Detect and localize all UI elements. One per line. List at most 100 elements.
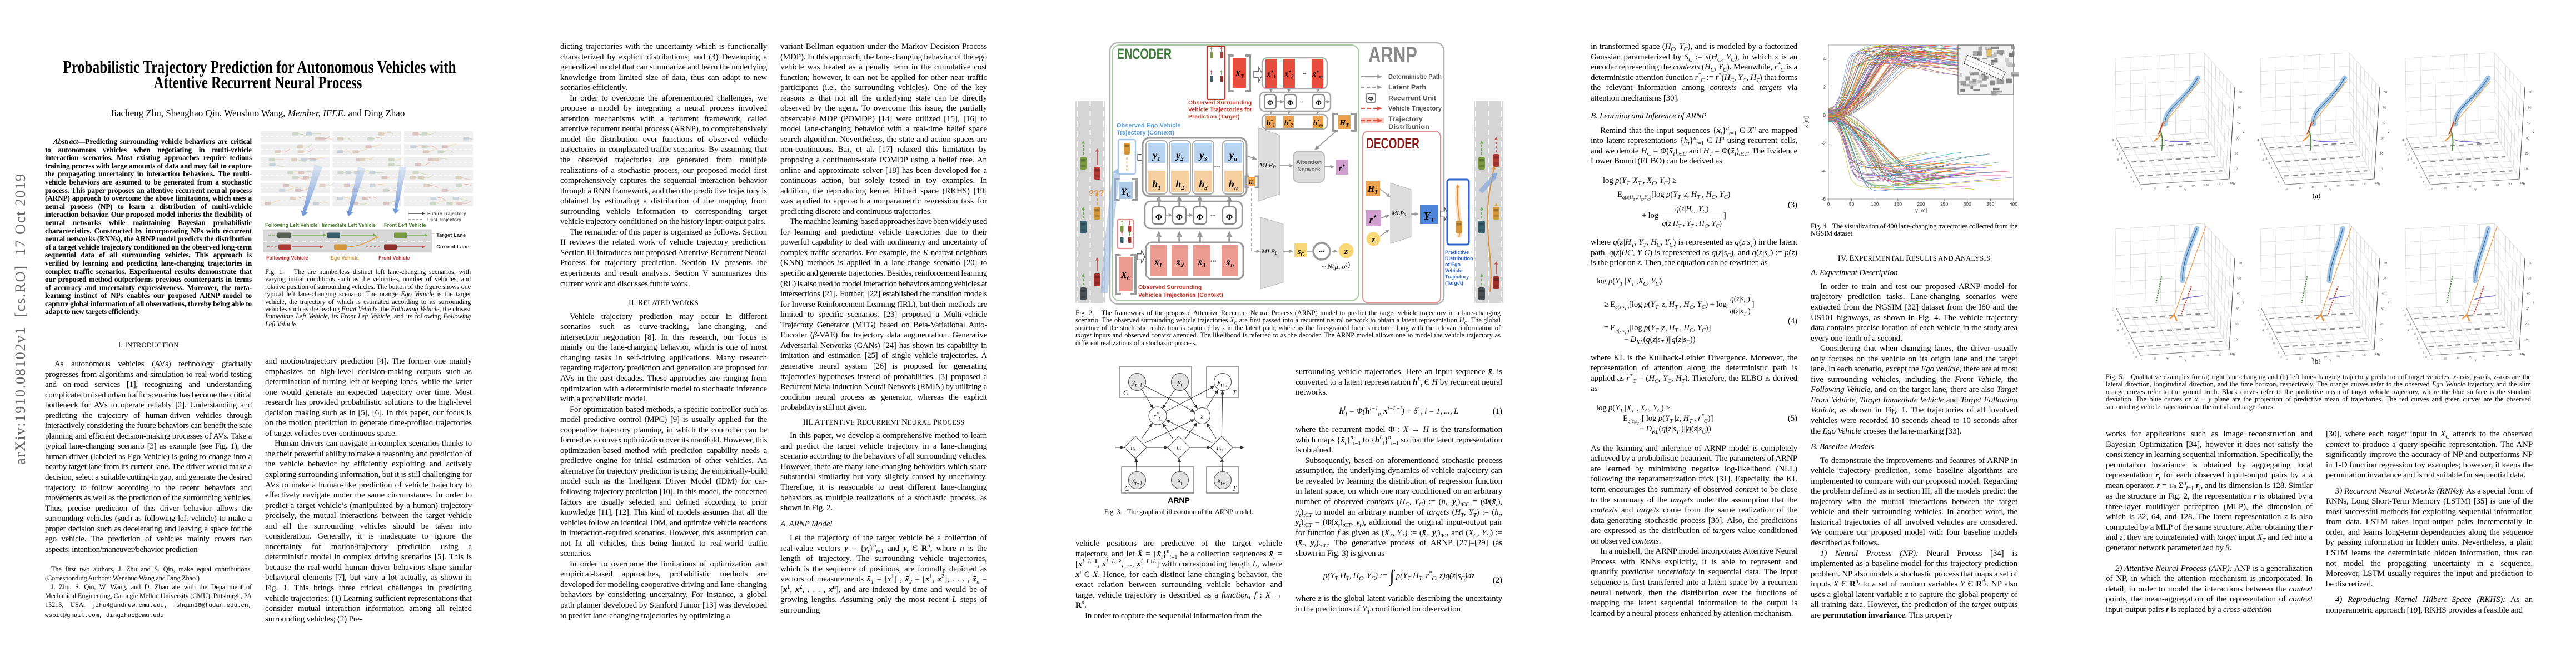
svg-text:150: 150: [1894, 201, 1902, 207]
svg-text:100: 100: [2349, 183, 2354, 187]
svg-text:Φ: Φ: [1368, 95, 1374, 103]
svg-text:-5: -5: [2261, 318, 2264, 322]
svg-text:Recurrent Unit: Recurrent Unit: [1388, 94, 1436, 102]
svg-text:Immediate Left Vehicle: Immediate Left Vehicle: [322, 222, 376, 228]
svg-text:400: 400: [2010, 201, 2017, 207]
svg-text:-3: -3: [2121, 328, 2124, 331]
svg-text:120: 120: [2217, 182, 2221, 186]
svg-text:z: z: [2533, 131, 2535, 134]
svg-text:Φ: Φ: [1197, 213, 1203, 222]
svg-text:250: 250: [1940, 201, 1948, 207]
svg-text:0: 0: [2233, 183, 2235, 186]
svg-text:80: 80: [2336, 184, 2340, 187]
svg-text:0: 0: [2523, 183, 2525, 186]
svg-text:0: 0: [2273, 342, 2275, 345]
svg-text:60: 60: [2239, 262, 2242, 265]
svg-text:30: 30: [2236, 308, 2239, 311]
svg-text:4: 4: [2128, 171, 2130, 175]
svg-text:0: 0: [2128, 342, 2130, 345]
svg-text:30: 30: [2236, 137, 2239, 141]
svg-text:50: 50: [1849, 201, 1855, 207]
svg-text:-6: -6: [2114, 313, 2116, 317]
svg-text:z: z: [2243, 131, 2245, 134]
svg-text:-3: -3: [2401, 138, 2404, 142]
svg-text:100: 100: [2204, 354, 2209, 357]
svg-text:-1: -1: [2416, 337, 2419, 340]
svg-text:x: x: [2117, 329, 2119, 332]
svg-text:Φ: Φ: [1155, 213, 1162, 222]
svg-text:-1: -1: [2116, 148, 2119, 151]
svg-text:-1: -1: [2271, 337, 2274, 340]
svg-text:2: 2: [2124, 162, 2125, 165]
svg-text:140: 140: [2230, 182, 2234, 185]
svg-text:3: 3: [2416, 166, 2418, 170]
svg-text:Ego Vehicle: Ego Vehicle: [331, 255, 359, 261]
svg-text:3: 3: [2126, 166, 2127, 170]
svg-text:Prediction (Target): Prediction (Target): [1188, 113, 1240, 120]
svg-text:Φ: Φ: [1267, 98, 1273, 107]
svg-text:10: 10: [2379, 168, 2383, 171]
svg-text:20: 20: [2444, 187, 2447, 190]
svg-text:1: 1: [2121, 157, 2122, 161]
svg-text:40: 40: [2457, 356, 2460, 360]
svg-text:y [m]: y [m]: [1915, 208, 1927, 213]
svg-text:20: 20: [2154, 357, 2157, 361]
svg-text:3: 3: [2135, 356, 2137, 359]
svg-text:Vehicle: Vehicle: [1445, 268, 1462, 273]
svg-text:10: 10: [2524, 339, 2528, 342]
svg-text:Y: Y: [2329, 189, 2331, 192]
svg-text:0: 0: [2378, 183, 2380, 186]
svg-text:60: 60: [2529, 262, 2532, 265]
svg-text:2: 2: [2423, 351, 2425, 355]
svg-text:-3: -3: [2411, 328, 2414, 331]
svg-text:20: 20: [2380, 152, 2383, 156]
svg-text:20: 20: [2299, 187, 2302, 190]
svg-text:C: C: [1124, 484, 1129, 492]
svg-text:0: 0: [2286, 187, 2288, 191]
svg-text:Y: Y: [2329, 360, 2331, 363]
svg-text:Φ: Φ: [1316, 98, 1322, 107]
svg-text:50: 50: [2383, 277, 2386, 281]
svg-text:20: 20: [2380, 323, 2383, 326]
svg-text:ENCODER: ENCODER: [1117, 46, 1172, 62]
svg-text:z: z: [2388, 301, 2390, 305]
svg-text:100: 100: [2494, 354, 2499, 357]
svg-text:-4: -4: [1821, 168, 1826, 174]
svg-text:140: 140: [2520, 182, 2524, 185]
svg-text:-2: -2: [2404, 143, 2406, 146]
svg-text:140: 140: [2520, 352, 2524, 356]
svg-text:•••: •••: [1214, 164, 1220, 170]
svg-text:-1: -1: [2126, 337, 2129, 340]
svg-text:0: 0: [2523, 354, 2525, 357]
svg-text:50: 50: [2238, 277, 2241, 281]
svg-text:-6: -6: [2404, 313, 2406, 317]
svg-text:60: 60: [2469, 185, 2473, 188]
svg-text:80: 80: [2482, 355, 2485, 358]
svg-text:0: 0: [2409, 152, 2410, 156]
svg-text:Deterministic Path: Deterministic Path: [1388, 73, 1442, 81]
svg-text:40: 40: [2382, 292, 2385, 296]
svg-text:40: 40: [2457, 186, 2460, 189]
svg-text:20: 20: [2525, 152, 2528, 156]
svg-text:60: 60: [2179, 356, 2183, 359]
svg-text:•••: •••: [1210, 213, 1215, 218]
svg-text:7: 7: [2135, 185, 2137, 188]
svg-text:120: 120: [2362, 353, 2366, 356]
svg-text:50: 50: [2528, 107, 2531, 110]
svg-text:10: 10: [2234, 339, 2238, 342]
svg-text:Observed Surrounding: Observed Surrounding: [1138, 284, 1202, 291]
svg-text:1: 1: [2420, 346, 2422, 350]
svg-text:40: 40: [2166, 356, 2170, 360]
svg-text:-2: -2: [2259, 143, 2261, 146]
svg-text:40: 40: [2237, 292, 2240, 296]
svg-text:30: 30: [2381, 137, 2384, 141]
svg-text:120: 120: [2507, 353, 2512, 356]
svg-text:ht: ht: [1177, 445, 1182, 452]
svg-text:-6: -6: [2259, 313, 2261, 317]
svg-text:60: 60: [2324, 185, 2328, 188]
svg-text:30: 30: [2526, 137, 2529, 141]
svg-text:50: 50: [2528, 277, 2531, 281]
svg-text:x: x: [2262, 329, 2264, 332]
svg-text:~ N(μ, σ2): ~ N(μ, σ2): [1322, 260, 1350, 271]
svg-text:Observed Surrounding: Observed Surrounding: [1188, 99, 1252, 106]
